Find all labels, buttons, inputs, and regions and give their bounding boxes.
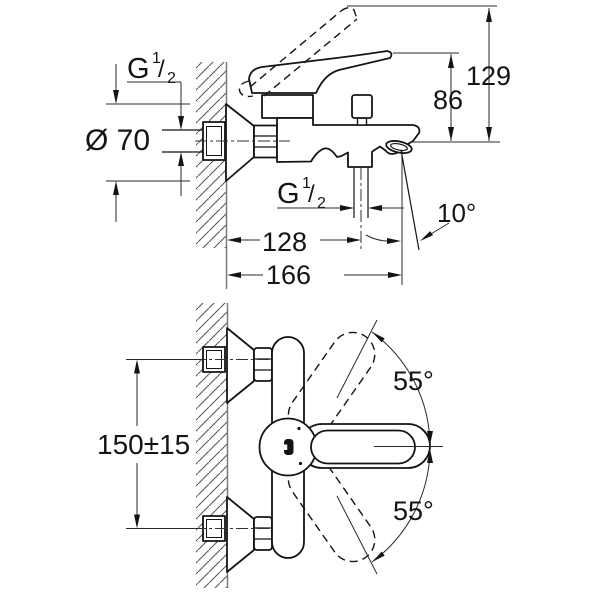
body-and-spout xyxy=(276,117,421,168)
dim-overall-height: 129 xyxy=(347,5,511,143)
diverter-knob xyxy=(351,94,373,126)
lower-connection xyxy=(194,496,273,573)
faucet-body-side xyxy=(238,7,421,252)
wall-hatching-front xyxy=(196,303,227,588)
cartridge-housing xyxy=(261,94,314,119)
spout-angle-label: 10° xyxy=(437,198,476,228)
lower-escutcheon xyxy=(226,496,255,573)
hose-outlet xyxy=(353,167,369,252)
dim-wall-to-outlet: 128 xyxy=(227,227,361,257)
detail-dot-bottom xyxy=(298,461,303,466)
spout-aerator xyxy=(385,140,413,154)
spout-angle-line xyxy=(400,149,420,251)
lever-handle-raised-dashed xyxy=(238,7,358,98)
front-view: 150±15 55° 55° xyxy=(97,303,443,588)
wall-section-front xyxy=(196,303,229,588)
swing-up-label: 55° xyxy=(393,366,434,396)
lever-height-label: 86 xyxy=(433,85,463,115)
wall-to-tip-label: 166 xyxy=(266,260,311,290)
wall-section-top xyxy=(196,62,228,289)
supply-connection xyxy=(162,121,226,161)
dim-lever-height: 86 xyxy=(393,52,463,141)
swing-down-label: 55° xyxy=(393,496,434,526)
wall-to-outlet-label: 128 xyxy=(262,227,307,257)
brand-mark xyxy=(284,439,294,455)
lower-hex-nut xyxy=(253,516,273,551)
lever-handle-side xyxy=(248,50,393,94)
faucet-body-front xyxy=(258,331,443,563)
diameter-label: Ø 70 xyxy=(85,124,150,157)
dim-centers-distance: 150±15 xyxy=(97,359,202,529)
dim-swing-up: 55° xyxy=(336,319,434,447)
upper-hex-nut xyxy=(253,347,273,382)
overall-height-label: 129 xyxy=(466,61,511,91)
detail-dot-top xyxy=(297,426,301,431)
upper-escutcheon xyxy=(226,327,255,404)
dim-spout-angle: 10° xyxy=(365,149,476,251)
dim-wall-to-tip: 166 xyxy=(227,150,403,290)
upper-connection xyxy=(194,327,273,404)
centers-distance-label: 150±15 xyxy=(97,429,190,460)
dim-swing-down: 55° xyxy=(336,447,434,575)
dim-escutcheon-diameter: Ø 70 xyxy=(85,64,190,222)
escutcheon-cone-side xyxy=(225,103,255,182)
